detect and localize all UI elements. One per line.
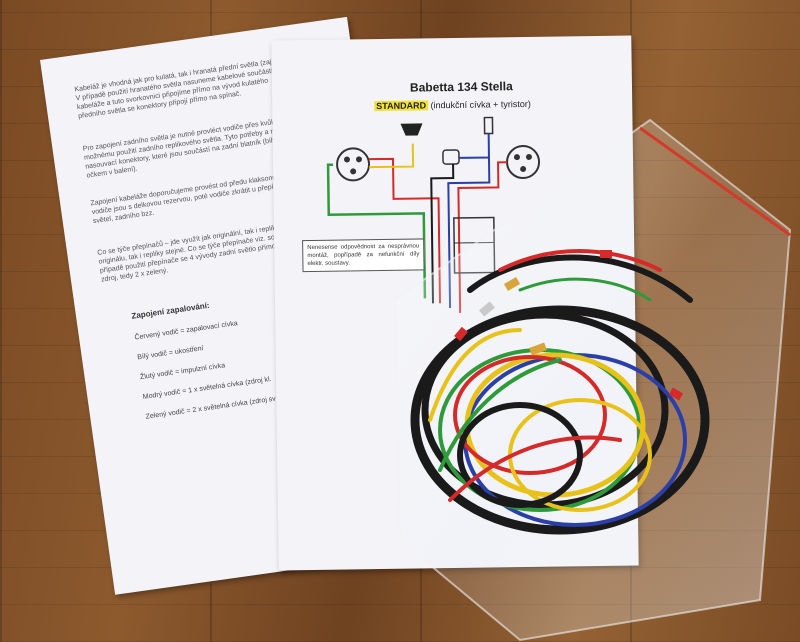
wiring-diagram	[326, 116, 541, 313]
wire-terminals-icon	[454, 250, 684, 401]
switch-connector-icon	[336, 147, 371, 182]
wiring-diagram-sheet: Babetta 134 Stella STANDARD (indukční cí…	[271, 35, 639, 571]
headlight-icon	[400, 123, 423, 136]
ignition-connector-icon	[506, 145, 541, 180]
bag-zip-seal	[639, 126, 791, 237]
